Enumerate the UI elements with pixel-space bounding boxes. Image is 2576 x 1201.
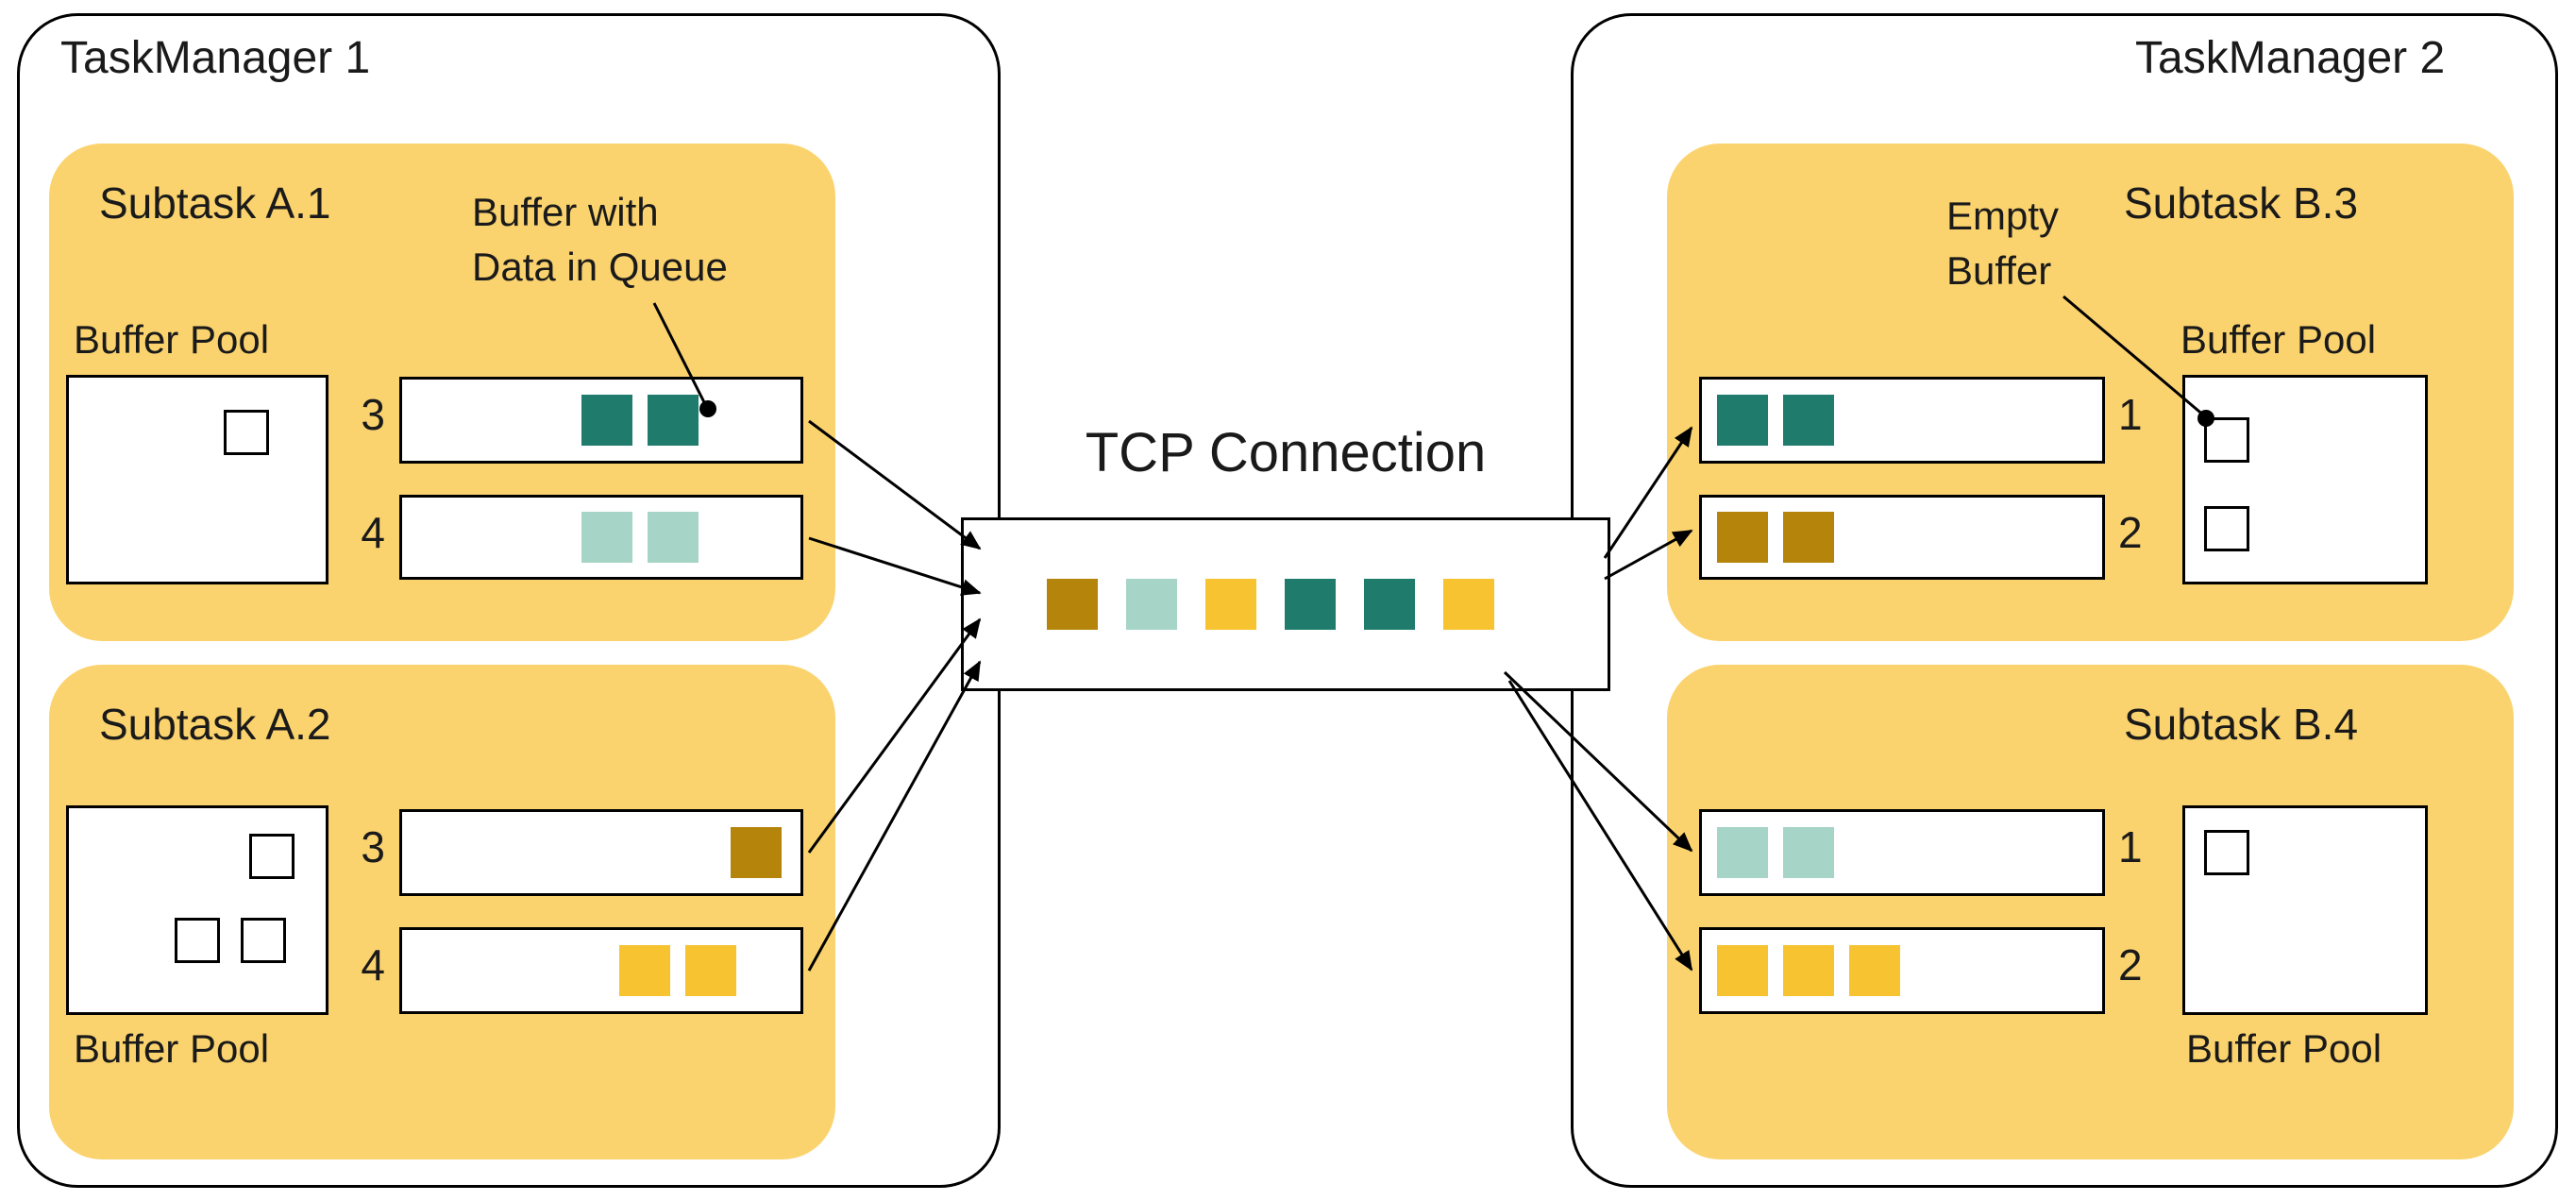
subtask-b3-buffer-pool-box (2182, 375, 2428, 584)
buffer-square-gold_dark (731, 827, 782, 878)
buffer-square-gold_dark (1783, 512, 1834, 563)
subtask-b4-buffer-pool-box (2182, 805, 2428, 1015)
subtask-b3-queue-2 (1699, 495, 2105, 580)
subtask-b4-title: Subtask B.4 (2124, 700, 2359, 749)
buffer-square-teal_dark (581, 395, 632, 446)
buffer-square-teal_dark (1717, 395, 1768, 446)
taskmanager-1-title: TaskManager 1 (60, 33, 371, 83)
buffer-square-yellow (685, 945, 736, 996)
subtask-b4-queue-2 (1699, 927, 2105, 1014)
buffer-square-yellow (1717, 945, 1768, 996)
subtask-a1-queue-4 (399, 495, 803, 580)
buffer-square-teal_light (1717, 827, 1768, 878)
subtask-b3-queue-2-label: 2 (2118, 508, 2143, 557)
buffer-square-yellow (1443, 579, 1494, 630)
subtask-a1-queue-4-label: 4 (361, 508, 385, 557)
subtask-a1-title: Subtask A.1 (99, 178, 331, 228)
buffer-square-teal_light (1783, 827, 1834, 878)
buffer-square-teal_light (1126, 579, 1177, 630)
buffer-square-yellow (1849, 945, 1900, 996)
buffer-square-teal_light (581, 512, 632, 563)
empty-buffer-annotation-line2: Buffer (1946, 247, 2052, 293)
subtask-b4-buffer-pool-label: Buffer Pool (2186, 1026, 2382, 1071)
buffer-square-gold_dark (1717, 512, 1768, 563)
buffer-square-teal_dark (1285, 579, 1336, 630)
subtask-b4-queue-1-label: 1 (2118, 822, 2143, 871)
subtask-a2-title: Subtask A.2 (99, 700, 331, 749)
buffer-square-yellow (1783, 945, 1834, 996)
empty-buffer-square (224, 410, 269, 455)
buffer-square-teal_light (648, 512, 699, 563)
subtask-b3-buffer-pool-label: Buffer Pool (2180, 317, 2377, 362)
subtask-b3-queue-1-label: 1 (2118, 390, 2143, 439)
subtask-a2-buffer-pool-box (66, 805, 328, 1015)
tcp-connection-box (961, 517, 1610, 691)
subtask-a1-queue-3 (399, 377, 803, 464)
empty-buffer-square (175, 918, 220, 963)
subtask-a1-buffer-pool-box (66, 375, 328, 584)
subtask-a2-buffer-pool-label: Buffer Pool (74, 1026, 270, 1071)
buffer-square-yellow (619, 945, 670, 996)
subtask-b4-queue-2-label: 2 (2118, 940, 2143, 990)
buffer-with-data-annotation: Buffer with Data in Queue (472, 185, 728, 295)
empty-buffer-square (249, 834, 295, 879)
subtask-b3-title: Subtask B.3 (2124, 178, 2359, 228)
empty-buffer-square (2204, 830, 2249, 875)
buffer-with-data-annotation-line1: Buffer with (472, 190, 659, 234)
buffer-square-teal_dark (1364, 579, 1415, 630)
tcp-connection-title: TCP Connection (1085, 422, 1487, 483)
subtask-a2-queue-3 (399, 809, 803, 896)
empty-buffer-annotation: Empty Buffer (1946, 189, 2059, 298)
empty-buffer-square (2204, 506, 2249, 551)
buffer-square-teal_dark (648, 395, 699, 446)
subtask-a2-queue-4-label: 4 (361, 940, 385, 990)
subtask-a1-queue-3-label: 3 (361, 390, 385, 439)
subtask-a2-queue-3-label: 3 (361, 822, 385, 871)
empty-buffer-annotation-line1: Empty (1946, 194, 2060, 238)
empty-buffer-square (241, 918, 286, 963)
taskmanager-2-title: TaskManager 2 (2135, 33, 2446, 83)
subtask-b3-queue-1 (1699, 377, 2105, 464)
buffer-square-yellow (1205, 579, 1256, 630)
empty-buffer-square (2204, 417, 2249, 463)
buffer-square-gold_dark (1047, 579, 1098, 630)
tcp-buffer-row (964, 520, 1608, 688)
subtask-a1-buffer-pool-label: Buffer Pool (74, 317, 270, 362)
subtask-b4-queue-1 (1699, 809, 2105, 896)
buffer-square-teal_dark (1783, 395, 1834, 446)
buffer-with-data-annotation-line2: Data in Queue (472, 244, 728, 289)
subtask-a2-queue-4 (399, 927, 803, 1014)
